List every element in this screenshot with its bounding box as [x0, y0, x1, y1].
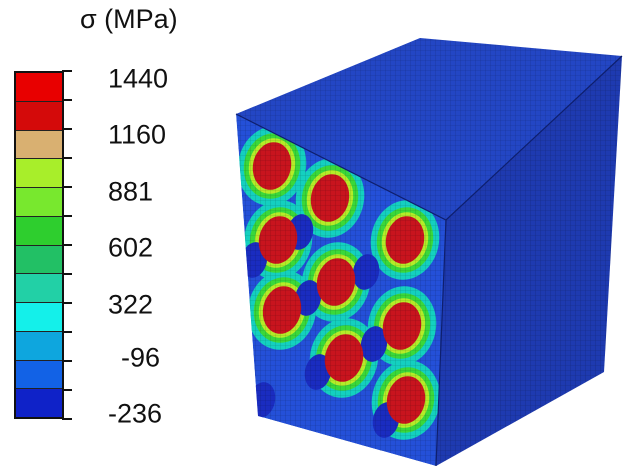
legend-label-881: 881	[108, 176, 154, 207]
legend-label-322: 322	[108, 289, 154, 320]
legend-tick	[62, 331, 72, 333]
legend-tick	[62, 302, 72, 304]
legend-band-6	[16, 245, 62, 275]
legend-label-neg96: -96	[121, 342, 161, 373]
legend-band-10	[16, 360, 62, 390]
legend-label-1440: 1440	[108, 63, 169, 94]
legend-band-9	[16, 331, 62, 361]
legend-band-3	[16, 159, 62, 188]
legend-band-2	[16, 130, 62, 160]
legend-tick	[62, 244, 72, 246]
legend-band-0	[16, 73, 62, 102]
legend-band-4	[16, 188, 62, 217]
legend-label-neg236: -236	[108, 398, 163, 429]
legend-tick	[62, 70, 72, 72]
legend-tick	[62, 157, 72, 159]
legend-band-8	[16, 303, 62, 332]
legend-label-1160: 1160	[108, 119, 167, 150]
legend-tick	[62, 418, 72, 420]
legend-band-7	[16, 274, 62, 303]
legend-tick	[62, 215, 72, 217]
legend-band-11	[16, 389, 62, 417]
legend-color-bar	[14, 71, 64, 419]
legend-tick	[62, 273, 72, 275]
legend-band-5	[16, 216, 62, 246]
legend-tick	[62, 186, 72, 188]
legend-tick	[62, 128, 72, 130]
legend-title: σ (MPa)	[80, 4, 178, 34]
legend-band-1	[16, 101, 62, 131]
cube-front-face	[236, 114, 446, 466]
legend-label-602: 602	[108, 232, 154, 263]
legend-tick	[62, 360, 72, 362]
legend-tick	[62, 99, 72, 101]
legend-tick	[62, 389, 72, 391]
